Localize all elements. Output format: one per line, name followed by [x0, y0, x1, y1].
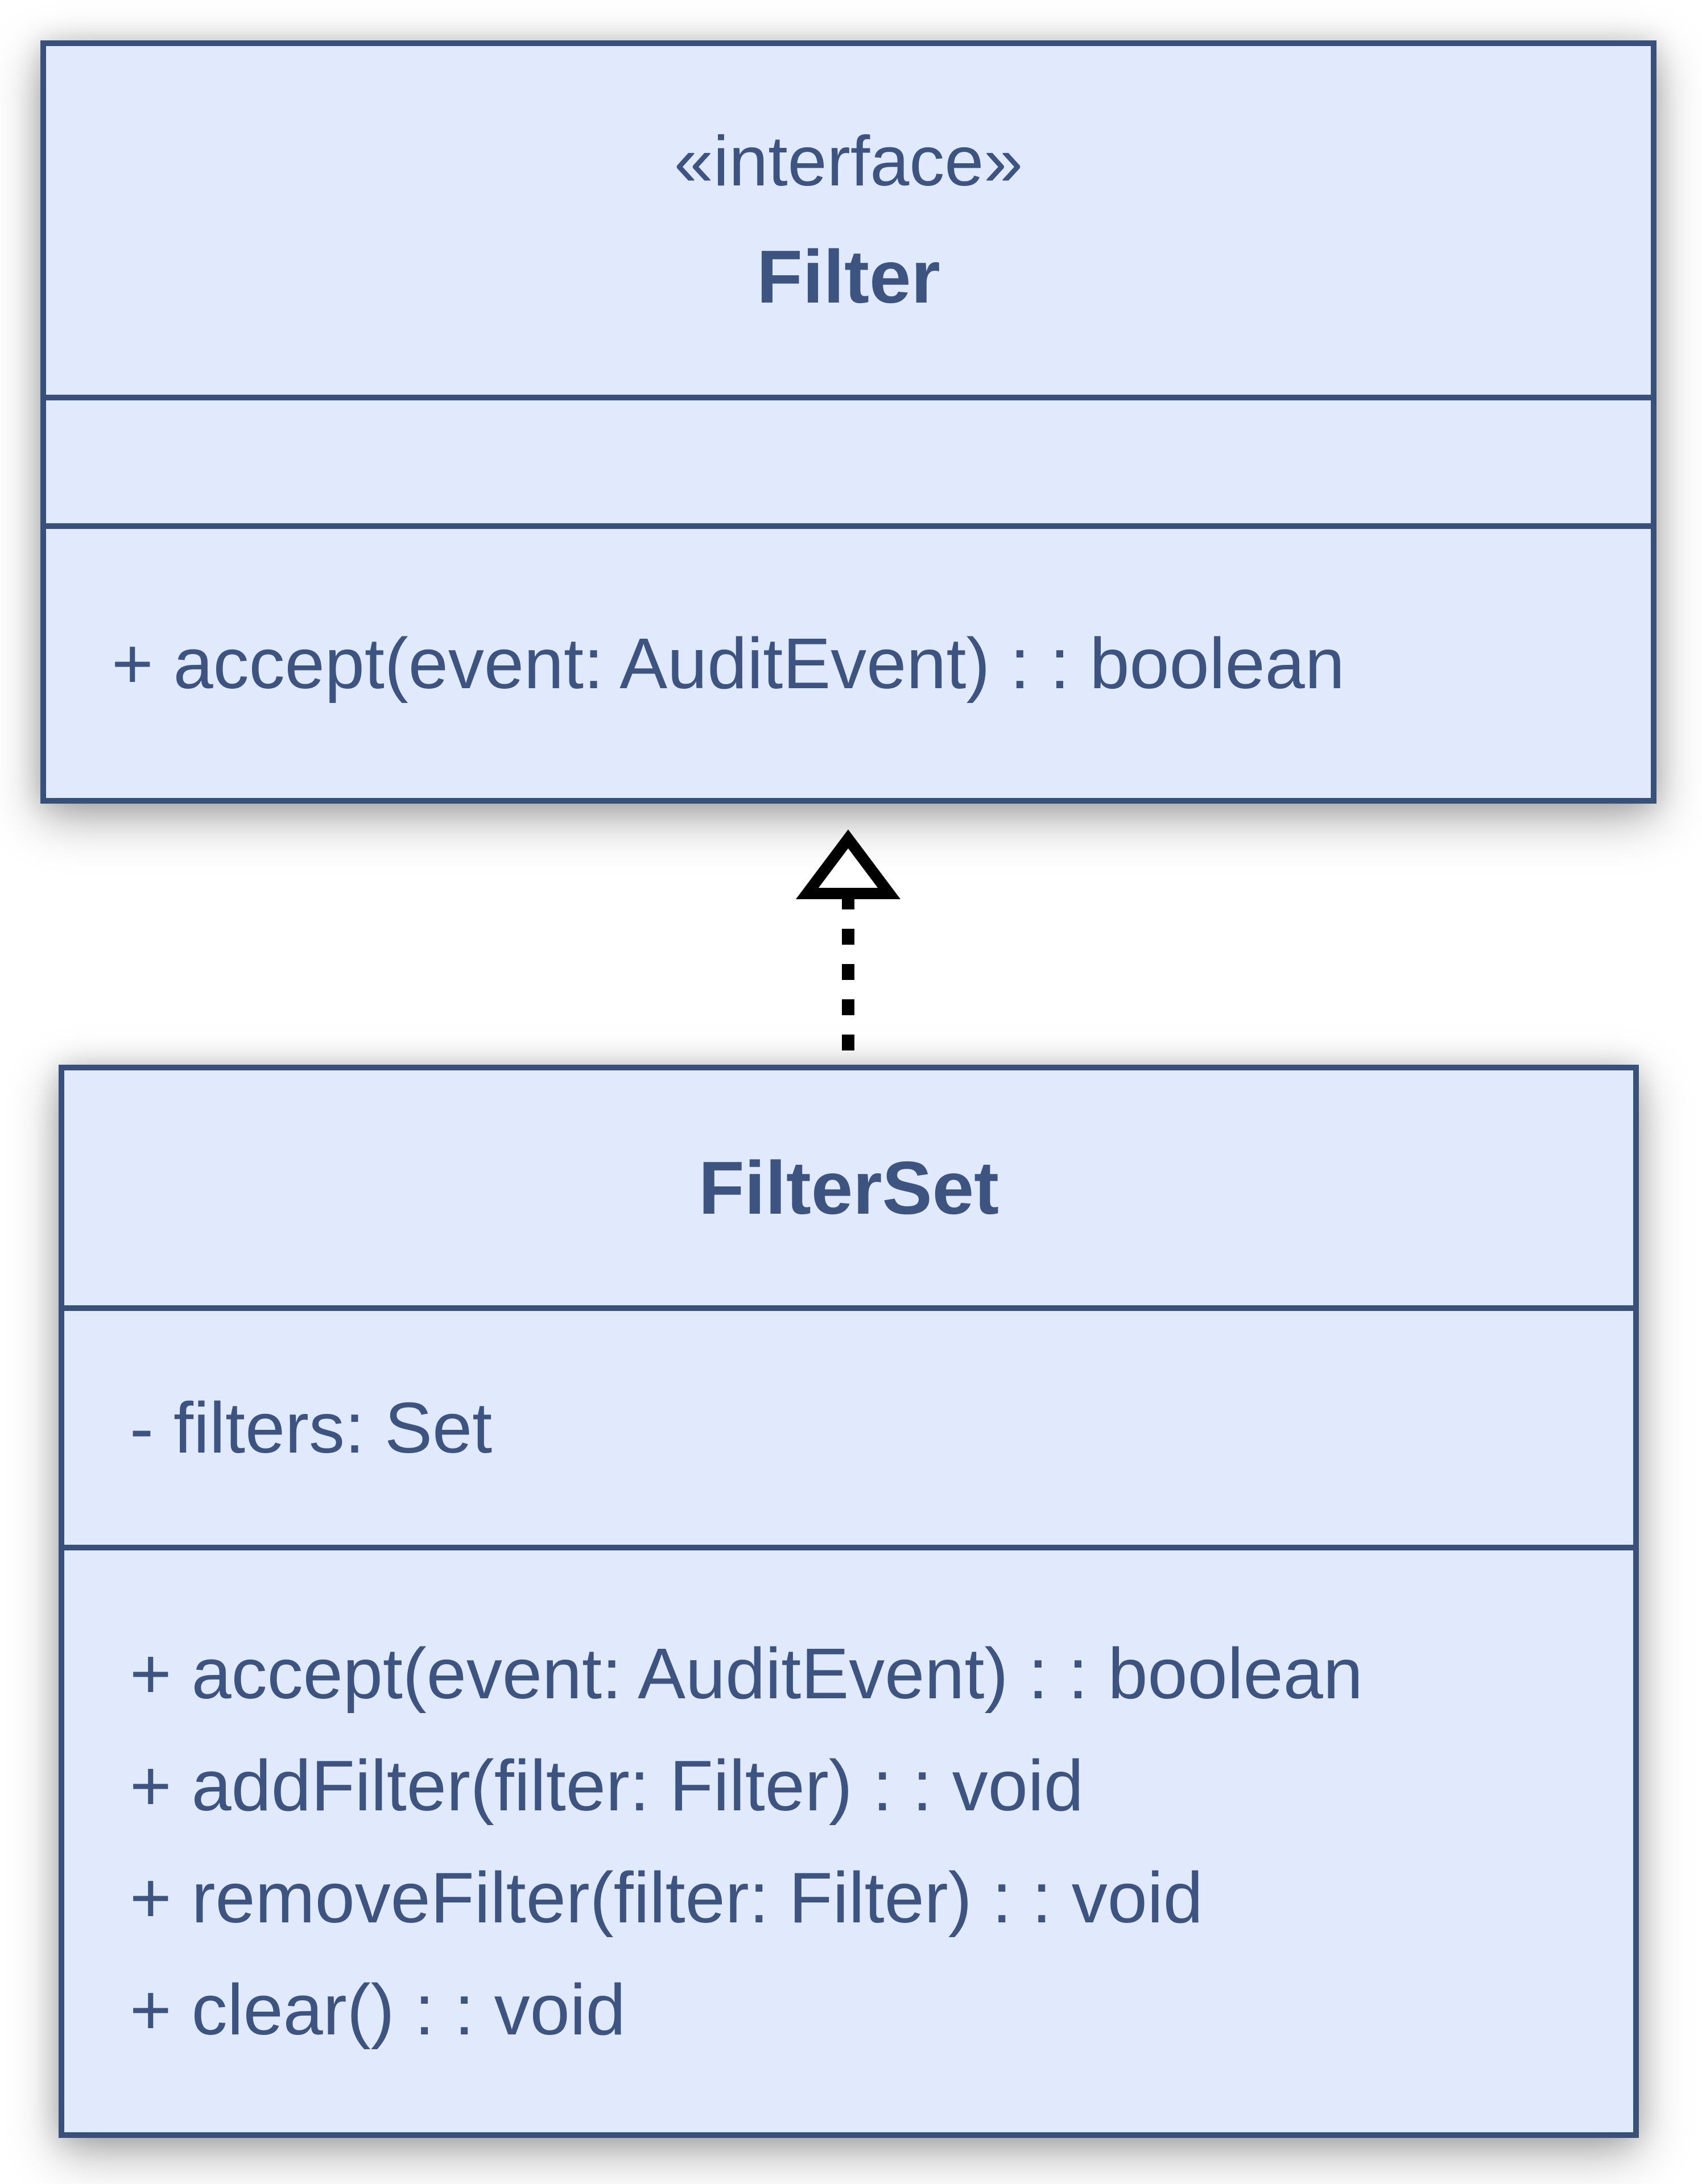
class-name-filterset: FilterSet	[698, 1145, 999, 1230]
hollow-triangle-arrowhead	[796, 829, 900, 899]
filter-methods-compartment: + accept(event: AuditEvent) : : boolean	[46, 529, 1651, 798]
compartment-divider	[64, 1545, 1633, 1550]
filter-attributes-compartment	[46, 400, 1651, 523]
uml-class-filterset: FilterSet - filters: Set + accept(event:…	[59, 1065, 1639, 2138]
filterset-name-compartment: FilterSet	[64, 1070, 1633, 1305]
member-line: + addFilter(filter: Filter) : : void	[130, 1745, 1084, 1826]
member-line: + removeFilter(filter: Filter) : : void	[130, 1857, 1203, 1938]
stereotype-label: «interface»	[674, 122, 1023, 201]
realization-arrow	[796, 829, 900, 1062]
member-line: + accept(event: AuditEvent) : : boolean	[130, 1633, 1363, 1714]
filterset-attributes-compartment: - filters: Set	[64, 1311, 1633, 1545]
member-line: - filters: Set	[130, 1388, 493, 1468]
member-line: + accept(event: AuditEvent) : : boolean	[111, 623, 1345, 704]
uml-class-filter: «interface» Filter + accept(event: Audit…	[40, 40, 1656, 804]
compartment-divider	[46, 395, 1651, 400]
class-name-filter: Filter	[757, 235, 940, 319]
filter-name-compartment: «interface» Filter	[46, 46, 1651, 395]
compartment-divider	[46, 523, 1651, 529]
filterset-methods-compartment: + accept(event: AuditEvent) : : boolean +…	[64, 1550, 1633, 2132]
member-line: + clear() : : void	[130, 1969, 626, 2050]
compartment-divider	[64, 1305, 1633, 1311]
